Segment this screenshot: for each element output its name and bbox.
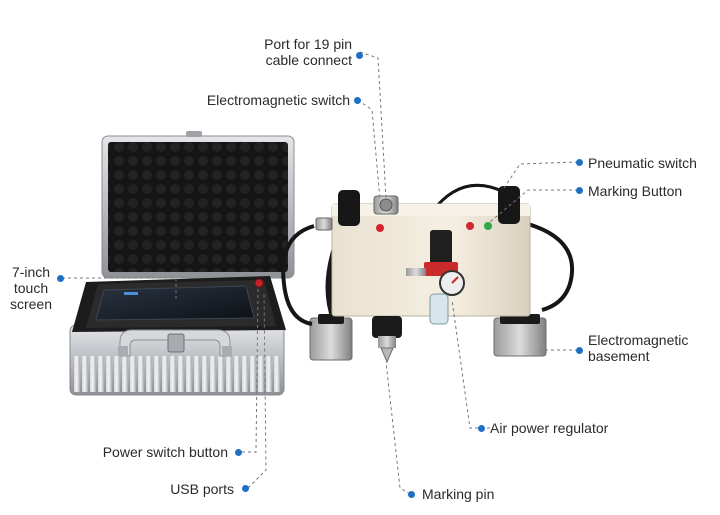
case-ridge <box>266 356 272 392</box>
label-marking-button: Marking Button <box>588 183 683 199</box>
air-power-regulator <box>406 230 465 325</box>
case-ridge <box>242 356 248 392</box>
case-ridge <box>170 356 176 392</box>
dot-port <box>356 52 363 59</box>
marking-pin <box>372 316 402 364</box>
case-ridge <box>74 356 80 392</box>
case-ridge <box>226 356 232 392</box>
case-ridge <box>146 356 152 392</box>
dot-pneumatic-switch <box>576 159 583 166</box>
case-ridge <box>98 356 104 392</box>
case-ridge <box>178 356 184 392</box>
case-ridge <box>114 356 120 392</box>
right-basement <box>493 314 547 357</box>
label-touch-screen: 7-inch touch screen <box>6 264 56 312</box>
case-ridge <box>90 356 96 392</box>
label-basement-line-2: basement <box>588 348 650 364</box>
case-ridge <box>122 356 128 392</box>
case-ridge <box>218 356 224 392</box>
dot-usb-ports <box>242 485 249 492</box>
dot-marking-button <box>576 187 583 194</box>
dot-marking-pin <box>408 491 415 498</box>
case-ridge <box>234 356 240 392</box>
label-pneumatic-switch: Pneumatic switch <box>588 155 697 171</box>
case-ridge <box>250 356 256 392</box>
label-basement-line-1: Electromagnetic <box>588 332 689 348</box>
case-ridge <box>210 356 216 392</box>
label-em-switch: Electromagnetic switch <box>206 92 350 108</box>
dot-power-switch <box>235 449 242 456</box>
dot-air-regulator <box>478 425 485 432</box>
label-usb-ports: USB ports <box>170 481 234 497</box>
case-lid <box>101 131 295 279</box>
label-touch-line-3: screen <box>9 296 53 312</box>
case-ridge <box>130 356 136 392</box>
label-touch-line-2: touch <box>13 280 49 296</box>
label-port-line-1: Port for 19 pin <box>264 36 352 52</box>
label-port-line-2: cable connect <box>265 52 352 68</box>
case-ridge <box>162 356 168 392</box>
dot-touch-screen <box>57 275 64 282</box>
case-ridge <box>202 356 208 392</box>
case-base <box>69 276 286 396</box>
machine-body <box>315 186 531 317</box>
case-ridge <box>82 356 88 392</box>
label-air-regulator: Air power regulator <box>490 420 609 436</box>
label-em-basement: Electromagnetic basement <box>588 332 688 364</box>
label-port: Port for 19 pin cable connect <box>246 36 352 68</box>
case-ridge <box>154 356 160 392</box>
label-power-switch: Power switch button <box>102 444 228 460</box>
label-marking-pin: Marking pin <box>422 486 495 502</box>
case-ridge <box>258 356 264 392</box>
case-ridge <box>194 356 200 392</box>
case-ridge <box>274 356 280 392</box>
label-touch-line-1: 7-inch <box>11 264 51 280</box>
case-ridge <box>186 356 192 392</box>
case-ridge <box>138 356 144 392</box>
case-ridge <box>106 356 112 392</box>
dot-em-switch <box>354 97 361 104</box>
left-basement <box>309 314 353 361</box>
dot-em-basement <box>576 347 583 354</box>
